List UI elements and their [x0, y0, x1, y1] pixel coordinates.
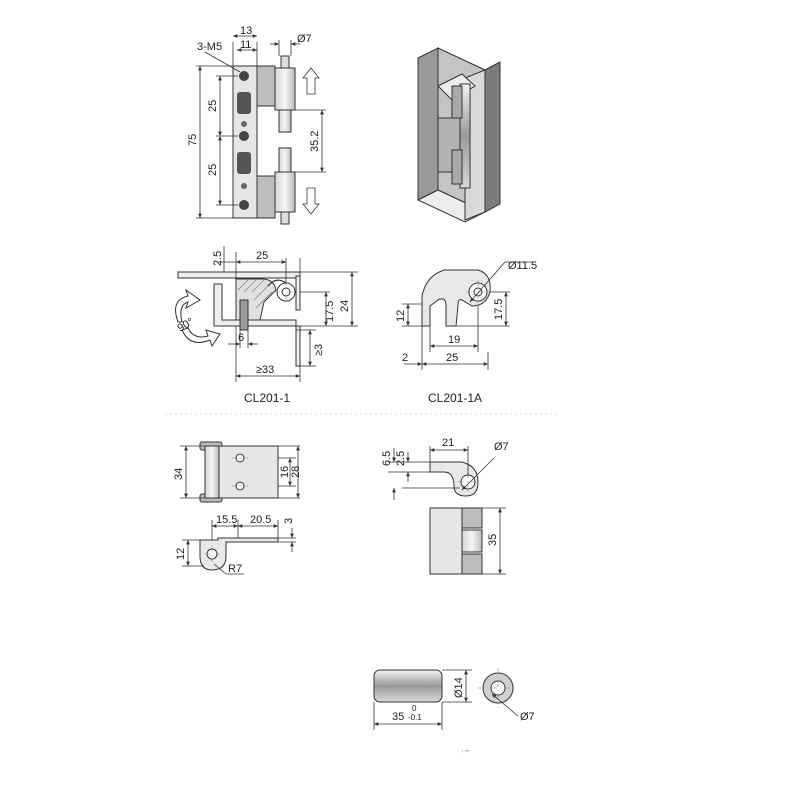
dim-r7: R7 [228, 563, 242, 575]
dim-13: 13 [240, 25, 252, 37]
dim-phi14: Ø14 [453, 677, 465, 698]
lower-knuckle [256, 175, 276, 219]
dim-15-5: 15.5 [216, 514, 237, 526]
dim-ge33: ≥33 [256, 364, 274, 376]
front-view: 13 11 3-M5 Ø7 75 25 25 35.2 [187, 25, 326, 225]
upper-pin-tip [278, 109, 292, 133]
lower-pin-tip [278, 147, 292, 173]
section-view: 2.5 25 90° 6 17.5 24 ≥3 ≥33 CL201-1 [175, 246, 358, 405]
dim-2: 2 [402, 352, 408, 364]
dim-3m5: 3-M5 [197, 41, 222, 53]
up-arrow-icon [302, 67, 320, 95]
detail-1a-view: Ø11.5 12 17.5 19 2 25 CL201-1A [395, 260, 537, 405]
dim-tolerance-upper: 0 [412, 704, 417, 713]
hinge-leaf-plate [232, 65, 258, 219]
isometric-view [416, 47, 501, 223]
dim-2-5: 2.5 [212, 251, 224, 266]
dim-34: 34 [173, 468, 185, 480]
dim-2-5: 2.5 [395, 451, 407, 466]
dim-12: 12 [175, 548, 187, 560]
dim-35: 35 [487, 534, 499, 546]
knuckle-view: 6.5 2.5 21 Ø7 35 [381, 437, 509, 575]
dim-28: 28 [290, 466, 302, 478]
dim-11: 11 [240, 39, 251, 51]
dim-6-5: 6.5 [381, 451, 393, 466]
dim-17-5: 17.5 [324, 301, 336, 322]
dim-phi7: Ø7 [520, 711, 535, 723]
dim-35-2: 35.2 [309, 131, 321, 152]
upper-knuckle [256, 65, 276, 107]
footer-mark: ᵢ ₘ [462, 747, 469, 754]
dim-12: 12 [395, 310, 407, 322]
pin-view: Ø14 35 0 -0.1 Ø7 ᵢ ₘ [373, 668, 535, 754]
dim-tolerance-lower: -0.1 [408, 713, 422, 722]
dim-16: 16 [279, 466, 291, 478]
mounting-slots [237, 71, 251, 210]
dim-phi11-5: Ø11.5 [508, 260, 537, 272]
dim-25-bottom: 25 [207, 164, 219, 176]
caption-cl201-1: CL201-1 [244, 391, 290, 405]
dim-24: 24 [339, 300, 351, 312]
dim-35: 35 [392, 711, 404, 723]
down-arrow-icon [302, 187, 320, 215]
dim-25: 25 [256, 250, 268, 262]
dim-75: 75 [187, 134, 199, 146]
lower-pin [274, 171, 296, 213]
dim-17-5: 17.5 [493, 299, 505, 320]
dim-19: 19 [448, 334, 460, 346]
dim-25-top: 25 [207, 100, 219, 112]
caption-cl201-1a: CL201-1A [428, 391, 482, 405]
rotation-arrow-icon [175, 288, 221, 348]
dim-21: 21 [442, 437, 454, 449]
dim-phi7: Ø7 [297, 33, 312, 45]
dim-ge3: ≥3 [313, 344, 325, 356]
dim-25: 25 [446, 352, 458, 364]
dim-3: 3 [283, 518, 295, 524]
upper-pin [274, 67, 296, 111]
dim-6: 6 [238, 332, 244, 344]
dim-phi7: Ø7 [494, 441, 509, 453]
leaf-view: 34 16 28 15.5 20.5 3 12 R7 [173, 441, 302, 575]
dim-20-5: 20.5 [250, 514, 271, 526]
